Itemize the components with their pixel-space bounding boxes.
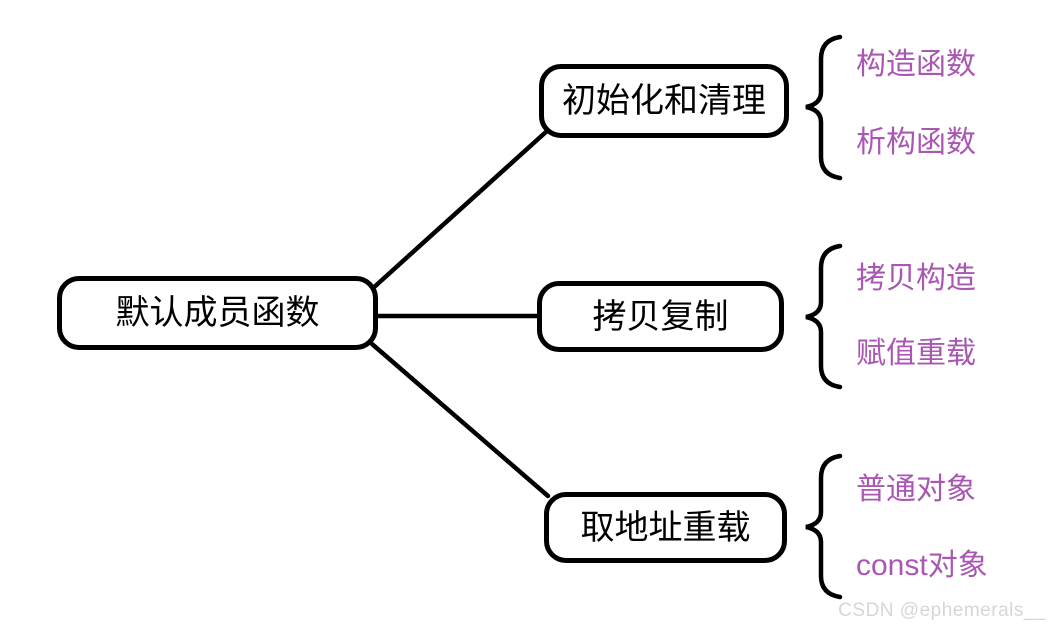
leaf-constructor: 构造函数 [856, 48, 976, 81]
node-label: 取地址重载 [580, 508, 751, 547]
connector-line-bottom [369, 341, 551, 499]
csdn-watermark: CSDN @ephemerals__ [838, 600, 1046, 621]
node-default-member-functions: 默认成员函数 [57, 276, 378, 350]
leaf-ordinary-object: 普通对象 [856, 473, 976, 506]
leaf-copy-constructor: 拷贝构造 [856, 262, 976, 295]
node-init-and-cleanup: 初始化和清理 [539, 64, 789, 138]
node-copy: 拷贝复制 [537, 281, 784, 352]
node-label: 默认成员函数 [115, 294, 320, 332]
curly-brace-middle [805, 243, 843, 390]
connector-line-top [369, 128, 550, 292]
curly-brace-top [805, 34, 843, 181]
node-address-of-overload: 取地址重载 [544, 492, 787, 563]
leaf-assignment-overload: 赋值重载 [856, 337, 976, 370]
node-label: 初始化和清理 [562, 82, 766, 120]
curly-brace-bottom [805, 453, 843, 600]
leaf-const-object: const对象 [856, 549, 988, 582]
leaf-destructor: 析构函数 [856, 126, 976, 159]
node-label: 拷贝复制 [592, 297, 729, 336]
